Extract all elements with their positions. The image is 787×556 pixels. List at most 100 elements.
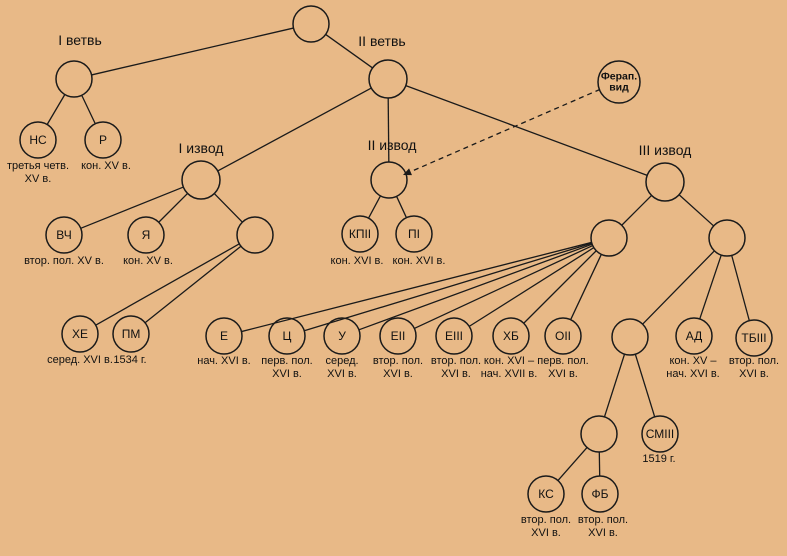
node-circle xyxy=(55,60,93,98)
node-label: КС xyxy=(538,487,554,501)
node-date: XV в. xyxy=(25,173,52,185)
node-label: Е xyxy=(220,329,228,343)
node-date: серед. xyxy=(325,355,358,367)
node-iz3 xyxy=(645,162,685,202)
node-label: НС xyxy=(29,133,47,147)
node-label: ТБIII xyxy=(741,331,766,345)
node-date: кон. XV – xyxy=(669,355,717,367)
edge-i3b1-sub xyxy=(603,353,626,418)
node-circle xyxy=(580,415,618,453)
node-date: XVI в. xyxy=(588,527,618,539)
node-circle xyxy=(597,60,641,104)
node-circle xyxy=(61,315,99,353)
node-label: Р xyxy=(99,133,107,147)
edge-sub-ks xyxy=(557,447,588,481)
node-b2 xyxy=(368,59,408,99)
node-circle xyxy=(581,475,619,513)
edge-root-b2 xyxy=(325,33,373,69)
edge-i3b-ad xyxy=(699,254,722,320)
edge-i1c-he xyxy=(95,243,240,326)
node-iz2 xyxy=(370,161,408,199)
node-date: третья четв. xyxy=(7,160,69,172)
edge-root-b1 xyxy=(91,27,294,76)
heading-izvod-3: III извод xyxy=(639,142,692,158)
node-label: вид xyxy=(609,82,629,94)
node-circle xyxy=(544,317,582,355)
node-circle xyxy=(590,219,628,257)
edge-i3b-i3b1 xyxy=(642,250,715,325)
edge-iz2-p1 xyxy=(395,196,408,218)
edge-b1-ns xyxy=(46,94,66,125)
node-i3a xyxy=(590,219,628,257)
node-label: Ц xyxy=(283,329,292,343)
node-date: нач. XVII в. xyxy=(481,368,538,380)
node-circle xyxy=(112,315,150,353)
node-i3b xyxy=(708,219,746,257)
edge-i3b-tb3 xyxy=(731,255,750,321)
node-i1c xyxy=(236,216,274,254)
edge-i3a-e2 xyxy=(414,244,593,330)
node-e2: ЕII втор. пол.XVI в. xyxy=(373,317,423,380)
heading-izvod-1: I извод xyxy=(179,140,224,156)
edge-i3a-hb xyxy=(523,250,597,324)
edge-iz1-i1c xyxy=(213,193,243,223)
node-circle xyxy=(323,317,361,355)
node-date: XVI в. xyxy=(383,368,413,380)
node-circle xyxy=(708,219,746,257)
heading-branch-1: I ветвь xyxy=(58,32,102,48)
node-ns: НС третья четв.XV в. xyxy=(7,121,69,185)
edge-i3a-e3 xyxy=(468,247,595,327)
node-circle xyxy=(341,215,379,253)
node-circle xyxy=(675,317,713,355)
node-circle xyxy=(370,161,408,199)
heading-branch-2: II ветвь xyxy=(358,33,405,49)
edge-b2-iz1 xyxy=(217,87,372,172)
node-circle xyxy=(611,318,649,356)
node-hb: ХБ кон. XVI –нач. XVII в. xyxy=(481,317,538,380)
node-date: перв. пол. xyxy=(261,355,312,367)
node-circle xyxy=(205,317,243,355)
node-label: ХЕ xyxy=(72,327,88,341)
node-label: ЕII xyxy=(391,329,406,343)
node-label: ВЧ xyxy=(56,228,71,242)
node-circle xyxy=(435,317,473,355)
dashed-edge-ferap-izvod-2 xyxy=(402,88,601,176)
node-circle xyxy=(735,319,773,357)
edge-iz1-vch xyxy=(80,186,184,229)
node-label: Я xyxy=(142,228,151,242)
node-date: XVI в. xyxy=(739,368,769,380)
node-circle xyxy=(527,475,565,513)
node-label: ХБ xyxy=(503,329,519,343)
node-circle xyxy=(492,317,530,355)
node-circle xyxy=(268,317,306,355)
node-date: кон. XVI – xyxy=(484,355,535,367)
node-date: кон. XVI в. xyxy=(331,255,384,267)
node-date: кон. XV в. xyxy=(123,255,173,267)
node-circle xyxy=(379,317,417,355)
edge-i3a-ts xyxy=(304,242,592,332)
node-date: 1519 г. xyxy=(642,453,675,465)
edge-b2-iz3 xyxy=(405,85,648,176)
node-date: втор. пол. xyxy=(431,355,481,367)
node-label: Ферап. xyxy=(601,71,637,83)
node-label: ФБ xyxy=(592,487,609,501)
node-label: ОII xyxy=(555,329,571,343)
heading-izvod-2: II извод xyxy=(368,137,417,153)
node-date: втор. пол. xyxy=(373,355,423,367)
node-date: XVI в. xyxy=(531,527,561,539)
node-label: ПМ xyxy=(122,327,141,341)
edge-i3a-o2 xyxy=(570,254,602,320)
node-date: XVI в. xyxy=(548,368,578,380)
